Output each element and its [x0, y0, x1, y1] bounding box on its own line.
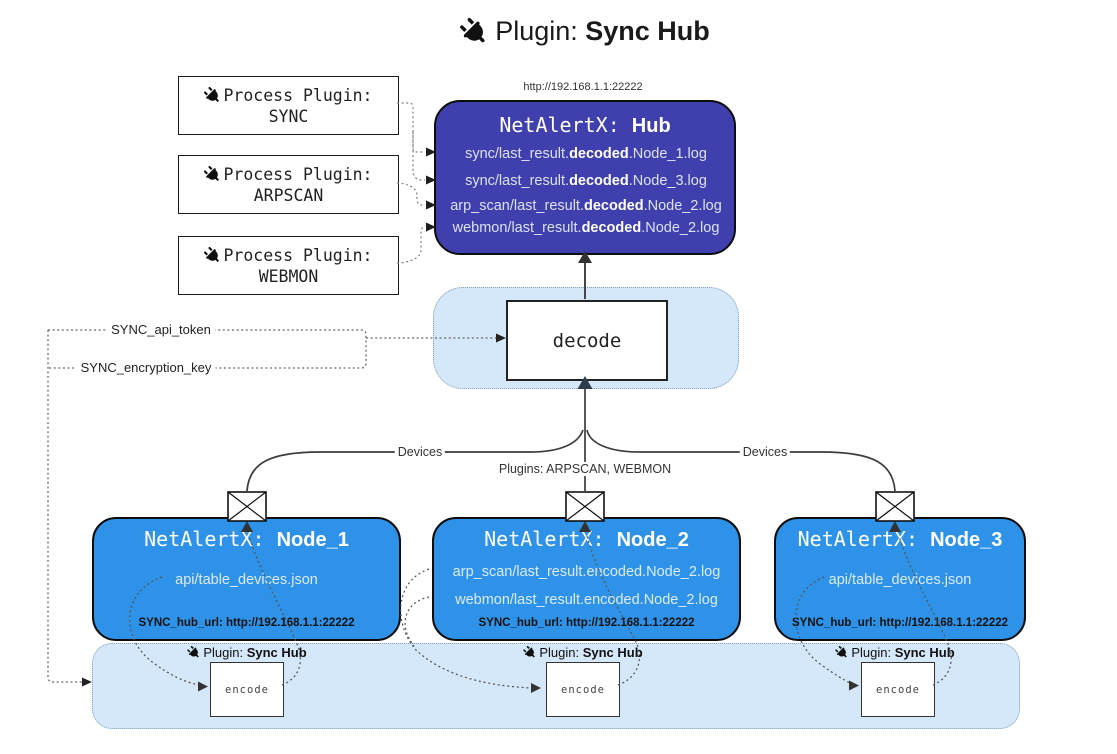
- title-text: Plugin: Sync Hub: [495, 16, 710, 46]
- node-2-box: NetAlertX: Node_2 arp_scan/last_result.e…: [432, 517, 741, 641]
- process-plugin-name: WEBMON: [258, 266, 319, 286]
- process-plugin-name: ARPSCAN: [253, 185, 324, 205]
- plug-icon: [460, 17, 485, 42]
- devices-left-label: Devices: [394, 445, 446, 459]
- decode-box: decode: [506, 300, 668, 381]
- plug-icon: [523, 645, 535, 658]
- sync-encryption-key-label: SYNC_encryption_key: [76, 360, 216, 375]
- sync-api-token-label: SYNC_api_token: [107, 322, 215, 337]
- node-title: NetAlertX: Node_1: [144, 527, 349, 551]
- process-plugin-name: SYNC: [268, 106, 309, 126]
- process-plugin-label: Process Plugin:: [223, 85, 373, 105]
- process-plugin-label: Process Plugin:: [223, 164, 373, 184]
- node-3-box: NetAlertX: Node_3 api/table_devices.json…: [774, 517, 1026, 641]
- node-title: NetAlertX: Node_2: [484, 527, 689, 551]
- plug-icon: [835, 645, 847, 658]
- encode-box: encode: [546, 662, 620, 717]
- node-title: NetAlertX: Node_3: [797, 527, 1003, 551]
- hub-log-line: sync/last_result.decoded.Node_3.log: [465, 173, 707, 189]
- node-file: arp_scan/last_result.encoded.Node_2.log: [452, 564, 721, 580]
- node-hub-url: SYNC_hub_url: http://192.168.1.1:22222: [478, 617, 695, 629]
- plug-icon: [204, 165, 220, 181]
- edge-process-plugins-to-hub: [397, 102, 426, 264]
- devices-right-label: Devices: [739, 445, 791, 459]
- node-hub-url: SYNC_hub_url: http://192.168.1.1:22222: [791, 617, 1009, 629]
- hub-box: NetAlertX: Hub sync/last_result.decoded.…: [434, 100, 736, 255]
- secrets-to-band-arrowhead: [82, 677, 92, 687]
- band-plugin-label: Plugin: Sync Hub: [523, 645, 643, 660]
- node-file: api/table_devices.json: [828, 572, 972, 588]
- node-file: webmon/last_result.encoded.Node_2.log: [455, 592, 718, 608]
- process-plugin-label: Process Plugin:: [223, 245, 373, 265]
- plug-icon: [204, 86, 220, 102]
- hub-url-label: http://192.168.1.1:22222: [520, 81, 646, 93]
- hub-title: NetAlertX: Hub: [499, 113, 671, 137]
- plug-icon: [204, 246, 220, 262]
- encode-box: encode: [861, 662, 935, 717]
- node-file: api/table_devices.json: [175, 572, 318, 588]
- process-plugin-sync-box: Process Plugin: SYNC: [178, 76, 399, 135]
- hub-log-line: sync/last_result.decoded.Node_1.log: [465, 146, 707, 162]
- process-plugin-arpscan-box: Process Plugin: ARPSCAN: [178, 155, 399, 214]
- plug-icon: [187, 645, 199, 658]
- node-hub-url: SYNC_hub_url: http://192.168.1.1:22222: [138, 617, 355, 629]
- process-plugin-webmon-box: Process Plugin: WEBMON: [178, 236, 399, 295]
- encode-box: encode: [210, 662, 284, 717]
- band-plugin-label: Plugin: Sync Hub: [187, 645, 307, 660]
- plugins-center-label: Plugins: ARPSCAN, WEBMON: [495, 462, 675, 476]
- hub-log-line: webmon/last_result.decoded.Node_2.log: [452, 220, 720, 236]
- page-title: Plugin: Sync Hub: [460, 16, 710, 47]
- band-plugin-label: Plugin: Sync Hub: [835, 645, 955, 660]
- hub-log-line: arp_scan/last_result.decoded.Node_2.log: [450, 198, 722, 214]
- node-1-box: NetAlertX: Node_1 api/table_devices.json…: [92, 517, 401, 641]
